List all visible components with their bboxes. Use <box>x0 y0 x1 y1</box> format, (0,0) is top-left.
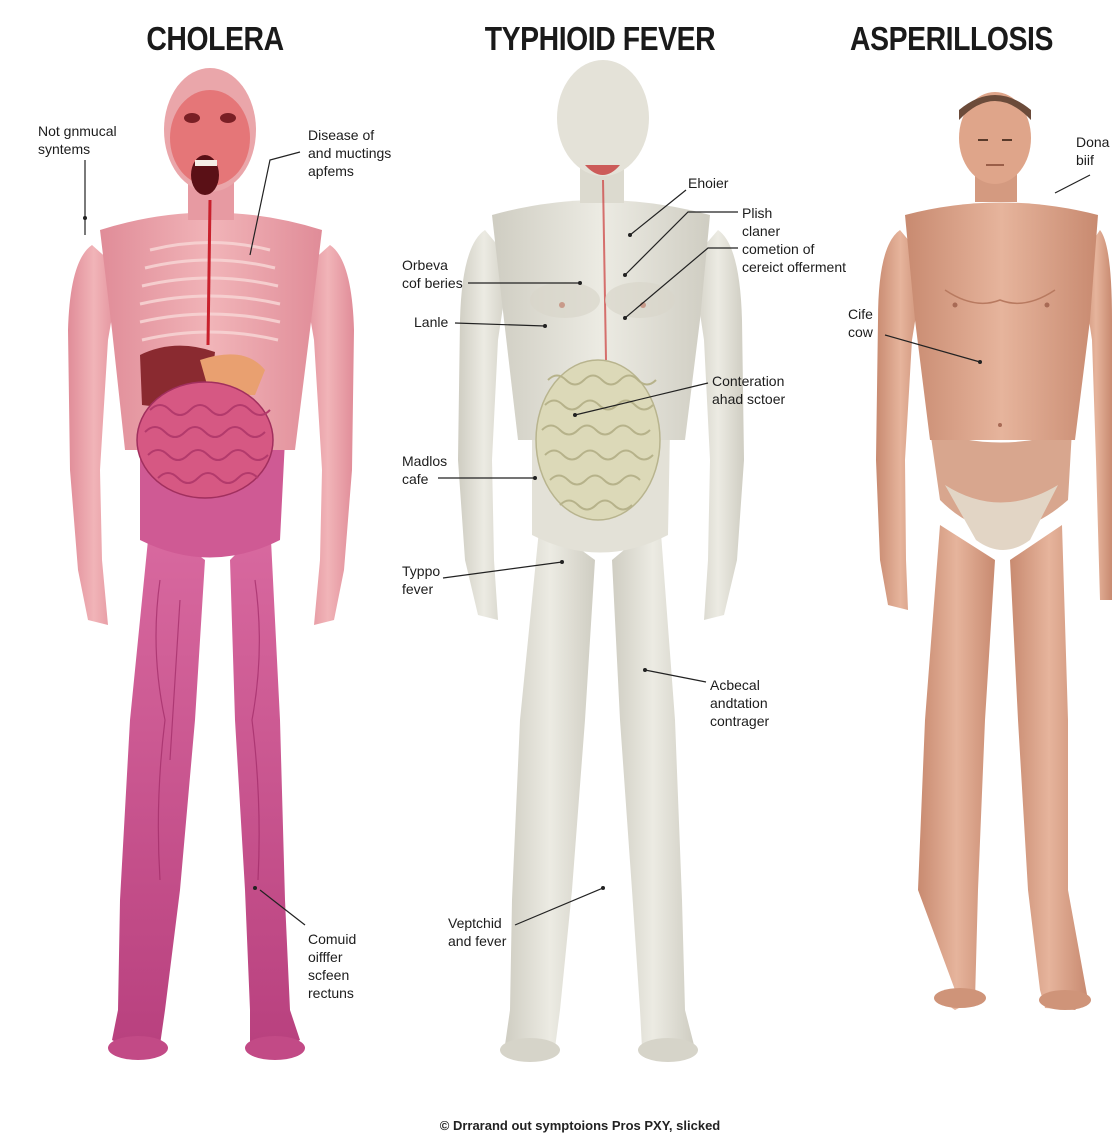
typhoid-label-conteration: Conteration ahad sctoer <box>712 372 785 408</box>
typhoid-label-typpo: Typpo fever <box>402 562 440 598</box>
typhoid-label-orbeva: Orbeva cof beries <box>402 256 463 292</box>
typhoid-label-ehoier: Ehoier <box>688 174 728 192</box>
typhoid-figure <box>458 60 744 1062</box>
asperillosis-figure <box>876 92 1112 1010</box>
typhoid-label-madlos: Madlos cafe <box>402 452 447 488</box>
cholera-label-left: Not gnmucal syntems <box>38 122 117 158</box>
typhoid-label-plish: Plish claner cometion of cereict offerme… <box>742 204 846 276</box>
cholera-label-bottom: Comuid oifffer scfeen rectuns <box>308 930 356 1002</box>
cholera-figure <box>68 68 354 1060</box>
cholera-label-right: Disease of and muctings apfems <box>308 126 391 180</box>
asperillosis-label-cife: Cife cow <box>848 305 873 341</box>
typhoid-label-veptchid: Veptchid and fever <box>448 914 506 950</box>
cholera-title: CHOLERA <box>112 20 318 64</box>
typhoid-label-lanle: Lanle <box>414 313 448 331</box>
typhoid-label-acbecal: Acbecal andtation contrager <box>710 676 769 730</box>
asperillosis-label-dona: Dona biif <box>1076 133 1109 169</box>
typhoid-title: TYPHIOID FEVER <box>454 20 746 64</box>
asperillosis-title: ASPERILLOSIS <box>850 20 1099 64</box>
copyright-footer: © Drrarand out symptoions Pros PXY, slic… <box>330 1118 830 1136</box>
